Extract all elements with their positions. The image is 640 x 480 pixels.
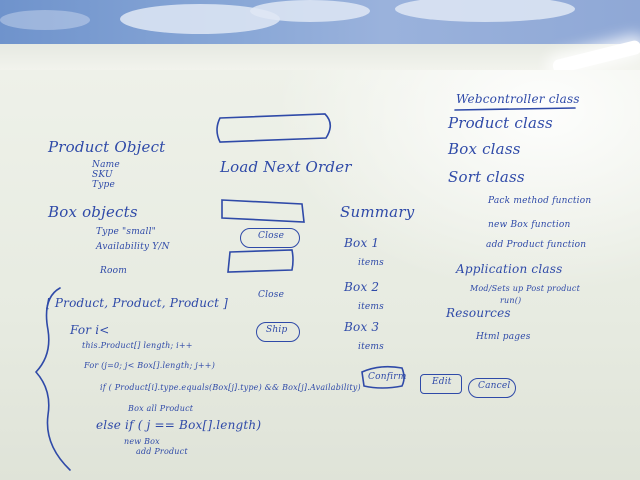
input-box-top bbox=[216, 113, 332, 143]
close-button-label-2: Close bbox=[258, 290, 285, 300]
ceiling-cloud bbox=[395, 0, 575, 22]
box-summary-name: Box 2 bbox=[344, 280, 380, 294]
product-field: SKU bbox=[92, 170, 113, 180]
box-summary-name: Box 1 bbox=[344, 236, 380, 250]
box-summary-items: items bbox=[358, 302, 384, 312]
code-line: new Box bbox=[124, 437, 160, 446]
box-objects-heading: Box objects bbox=[48, 203, 138, 221]
input-box-low bbox=[227, 249, 294, 273]
box-summary-name: Box 3 bbox=[344, 320, 380, 334]
class-name: Sort class bbox=[448, 168, 525, 186]
whiteboard-frame bbox=[0, 44, 640, 72]
underline-right-1 bbox=[454, 107, 576, 111]
summary-heading: Summary bbox=[340, 203, 415, 221]
product-field: Name bbox=[92, 160, 120, 170]
function-name: new Box function bbox=[488, 220, 571, 230]
application-desc: Mod/Sets up Post product bbox=[470, 284, 580, 293]
ceiling-cloud bbox=[250, 0, 370, 22]
confirm-button-label[interactable]: Confirm bbox=[368, 372, 407, 382]
resource-item: Html pages bbox=[476, 332, 531, 342]
resources-heading: Resources bbox=[446, 306, 511, 320]
application-class-heading: Application class bbox=[456, 262, 563, 276]
code-line: Box all Product bbox=[128, 404, 194, 413]
class-name: Product class bbox=[448, 114, 553, 132]
function-name: add Product function bbox=[486, 240, 587, 250]
box-summary-items: items bbox=[358, 258, 384, 268]
code-line: For i< bbox=[70, 323, 110, 337]
code-line: this.Product[] length; i++ bbox=[82, 341, 193, 350]
code-line: add Product bbox=[136, 447, 188, 456]
function-name: Pack method function bbox=[488, 196, 592, 206]
cancel-button-sketch[interactable] bbox=[468, 378, 516, 398]
confirm-outline bbox=[361, 365, 405, 389]
class-name: Webcontroller class bbox=[456, 92, 580, 106]
ceiling-cloud bbox=[0, 10, 90, 30]
cancel-button-label: Cancel bbox=[478, 381, 511, 391]
close-button-sketch[interactable] bbox=[240, 228, 300, 248]
close-button-label: Close bbox=[258, 231, 285, 241]
box-field: Availability Y/N bbox=[96, 242, 170, 252]
product-object-heading: Product Object bbox=[48, 138, 166, 156]
product-field: Type bbox=[92, 180, 115, 190]
box-summary-items: items bbox=[358, 342, 384, 352]
box-field: Type "small" bbox=[96, 227, 156, 237]
code-line: else if ( j == Box[].length) bbox=[96, 418, 262, 432]
ceiling bbox=[0, 0, 640, 48]
edit-button-label: Edit bbox=[432, 377, 452, 387]
left-brace bbox=[34, 287, 71, 471]
class-name: Box class bbox=[448, 140, 521, 158]
ship-button-label: Ship bbox=[266, 325, 288, 335]
input-box-mid bbox=[221, 199, 305, 223]
box-field: Room bbox=[100, 266, 127, 276]
code-line: For (j=0; j< Box[].length; j++) bbox=[84, 361, 216, 370]
application-desc: run() bbox=[500, 296, 522, 305]
load-next-order-label: Load Next Order bbox=[220, 158, 352, 176]
code-line: if ( Product[i].type.equals(Box[j].type)… bbox=[100, 383, 361, 392]
ship-button-sketch[interactable] bbox=[256, 322, 300, 342]
edit-button-sketch[interactable] bbox=[420, 374, 462, 394]
code-line: [ Product, Product, Product ] bbox=[46, 296, 229, 310]
